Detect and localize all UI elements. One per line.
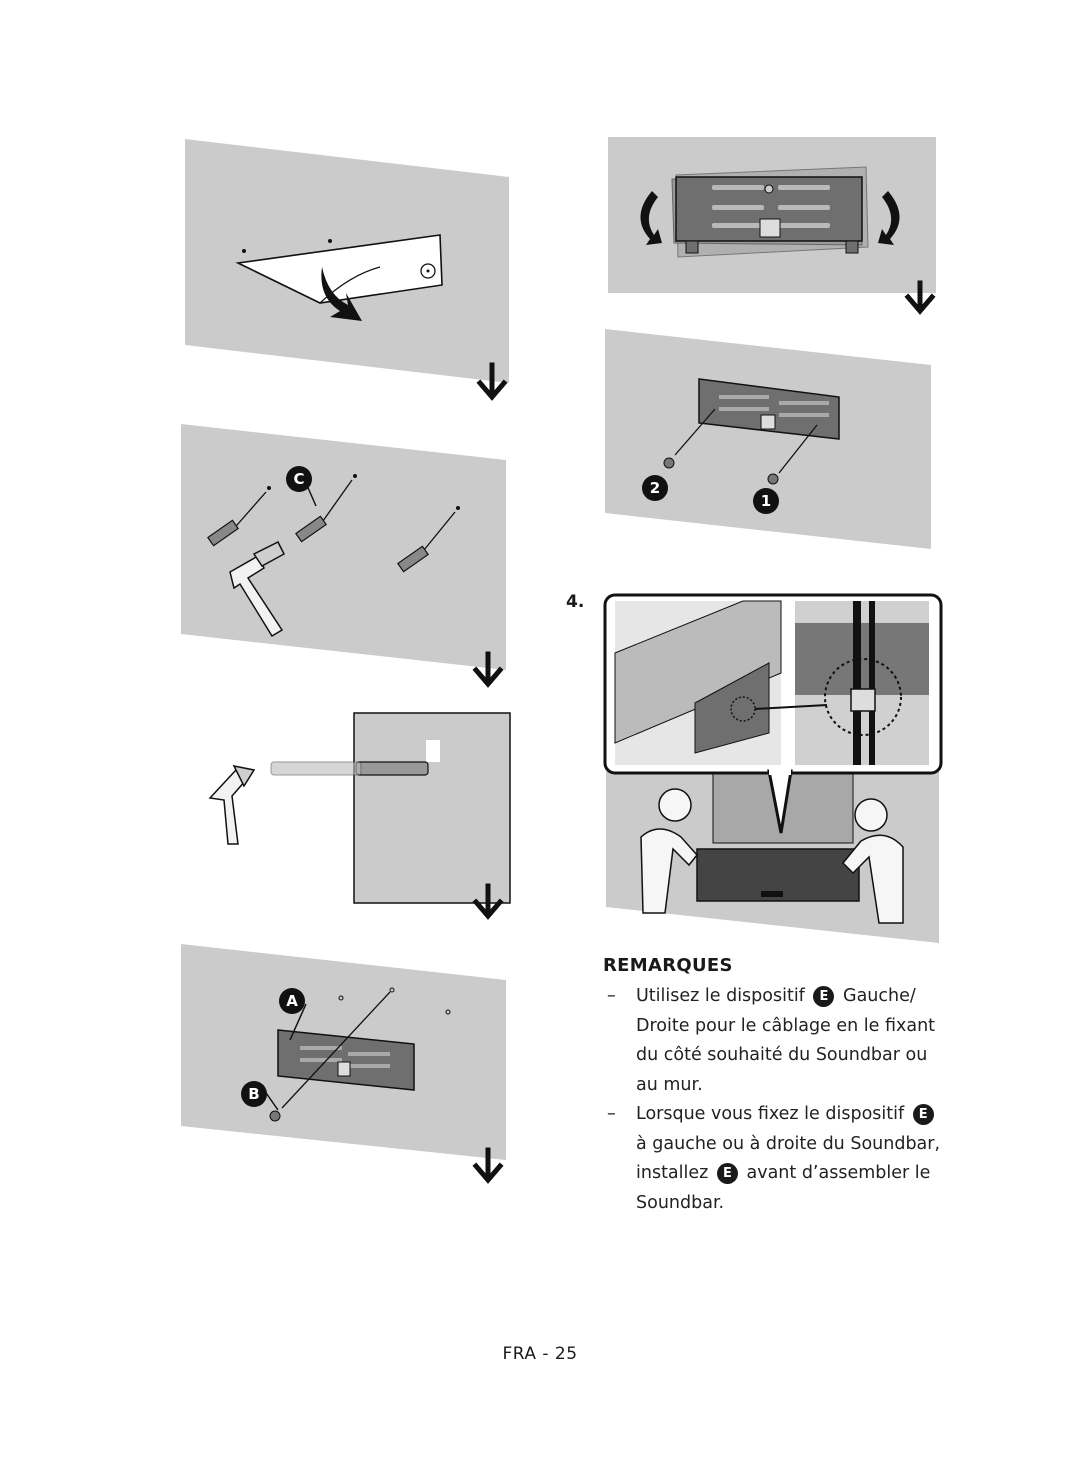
note-text-after: Gauche/ Droite pour le câblage en le fix… (636, 986, 936, 1095)
note-item: – Utilisez le dispositif E Gauche/ Droit… (603, 982, 953, 1100)
down-arrow-icon (472, 1147, 504, 1184)
note-item: – Lorsque vous fixez le dispositif E à g… (603, 1100, 953, 1218)
note-dash: – (607, 986, 616, 1006)
label-a-badge: A (279, 988, 305, 1014)
step-number: 4. (566, 592, 585, 612)
down-arrow-icon (904, 280, 936, 315)
note-text-before: Lorsque vous fixez le dispositif (636, 1104, 905, 1124)
device-e-badge: E (813, 986, 835, 1007)
down-arrow-icon (476, 362, 508, 401)
label-b-badge: B (241, 1081, 267, 1107)
device-e-badge: E (716, 1163, 738, 1184)
figure-hammer-plug (196, 710, 526, 925)
figure-wall-plugs: C (178, 420, 523, 695)
note-text-before: Utilisez le dispositif (636, 986, 805, 1006)
figure-bracket-screws (603, 327, 938, 552)
rotate-arrow-icon (640, 191, 900, 245)
label-two-badge: 2 (642, 475, 668, 501)
notes-section: REMARQUES – Utilisez le dispositif E Gau… (603, 955, 953, 1218)
screw-icon (663, 457, 779, 485)
note-text-after: avant d’assembler le Soundbar. (636, 1163, 931, 1213)
notes-title: REMARQUES (603, 955, 733, 976)
hammer-icon (208, 764, 256, 845)
figure-mount-soundbar (603, 593, 945, 945)
down-arrow-icon (472, 883, 504, 920)
hammer-icon (229, 540, 285, 638)
note-dash: – (607, 1104, 616, 1124)
figure-bracket-rotate (606, 135, 946, 315)
device-e-badge: E (912, 1104, 934, 1125)
figure-bracket-wall (178, 940, 523, 1185)
label-one-badge: 1 (753, 488, 779, 514)
label-c-badge: C (286, 466, 312, 492)
note-text-middle: à gauche ou à droite du Soundbar, instal… (636, 1133, 941, 1184)
down-arrow-icon (472, 651, 504, 688)
page-footer: FRA - 25 (502, 1344, 578, 1364)
figure-template-peel (180, 135, 525, 405)
